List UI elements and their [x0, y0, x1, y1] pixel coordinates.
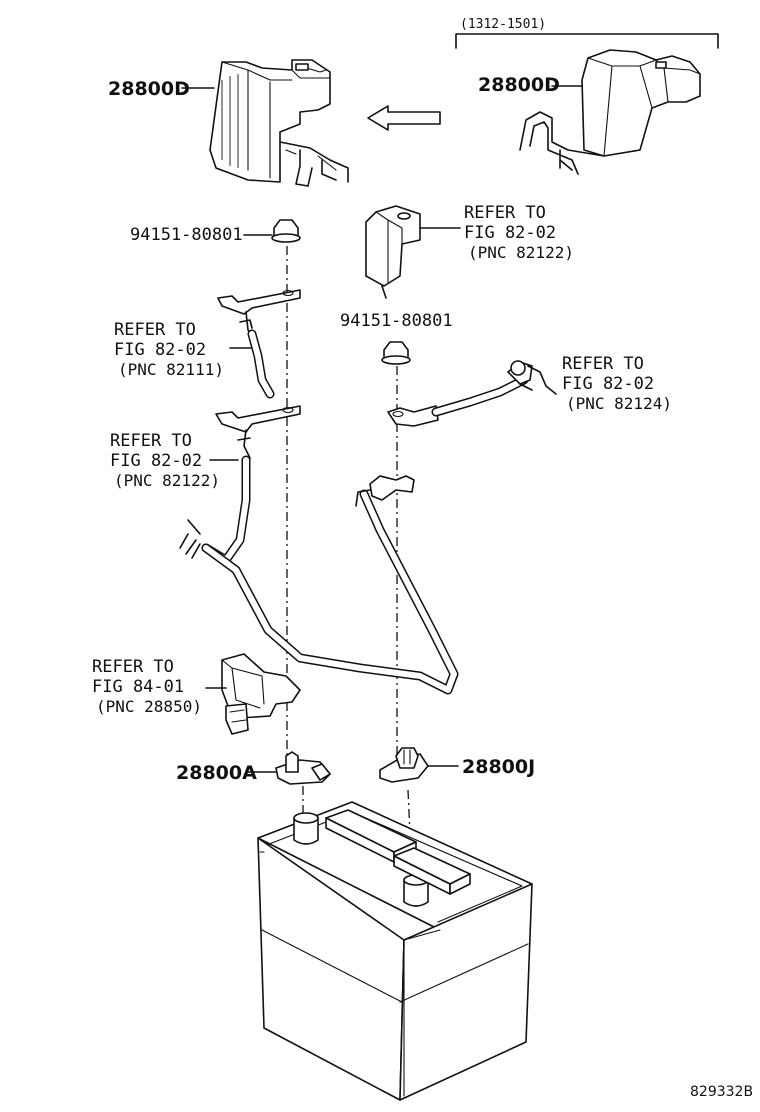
svg-text:FIG 82-02[interactable]: FIG 82-02: [464, 223, 556, 243]
svg-text:REFER TO[interactable]: REFER TO: [92, 657, 174, 677]
positive-terminal[interactable]: 28800J: [379, 747, 535, 783]
svg-text:REFER TO[interactable]: REFER TO: [114, 320, 196, 340]
date-range-label: (1312-1501): [460, 17, 546, 32]
nut-right[interactable]: 94151-80801: [340, 311, 453, 365]
battery: [257, 801, 533, 1101]
ground-cable-small[interactable]: [217, 289, 301, 399]
nut-left-part-number[interactable]: 94151-80801: [130, 225, 243, 245]
ref-label-82122-mid[interactable]: REFER TO FIG 82-02 (PNC 82122): [110, 431, 220, 490]
svg-text:(PNC 82111)[interactable]: (PNC 82111): [118, 360, 224, 379]
ref-label-82122-top[interactable]: REFER TO FIG 82-02 (PNC 82122): [464, 203, 574, 262]
positive-cable-bracket[interactable]: [355, 475, 415, 507]
positive-terminal-part-number[interactable]: 28800J: [462, 756, 535, 778]
svg-text:FIG 82-02[interactable]: FIG 82-02: [114, 340, 206, 360]
cover-left-part-number[interactable]: 28800D: [108, 78, 190, 100]
battery-cover-left[interactable]: 28800D: [108, 59, 349, 187]
positive-cable-top[interactable]: [387, 360, 557, 427]
svg-text:(PNC 82122)[interactable]: (PNC 82122): [468, 243, 574, 262]
negative-terminal[interactable]: 28800A: [176, 751, 331, 785]
svg-text:REFER TO[interactable]: REFER TO: [562, 354, 644, 374]
nut-right-part-number[interactable]: 94151-80801: [340, 311, 453, 331]
direction-arrow-icon: [367, 105, 441, 131]
cover-right-part-number[interactable]: 28800D: [478, 74, 560, 96]
svg-text:FIG 82-02[interactable]: FIG 82-02: [110, 451, 202, 471]
battery-cover-right[interactable]: 28800D: [478, 49, 701, 175]
svg-text:REFER TO[interactable]: REFER TO: [464, 203, 546, 223]
svg-text:FIG 84-01[interactable]: FIG 84-01: [92, 677, 184, 697]
svg-text:(PNC 82124)[interactable]: (PNC 82124): [566, 394, 672, 413]
negative-terminal-part-number[interactable]: 28800A: [176, 762, 257, 784]
nut-left[interactable]: 94151-80801: [130, 219, 301, 245]
battery-current-sensor[interactable]: [205, 653, 301, 735]
negative-cable-assembly[interactable]: [179, 405, 459, 695]
ref-label-28850[interactable]: REFER TO FIG 84-01 (PNC 28850): [92, 657, 202, 716]
svg-text:REFER TO[interactable]: REFER TO: [110, 431, 192, 451]
svg-text:FIG 82-02[interactable]: FIG 82-02: [562, 374, 654, 394]
figure-code: 829332B: [690, 1084, 753, 1100]
svg-text:(PNC 28850)[interactable]: (PNC 28850): [96, 697, 202, 716]
ref-label-82124[interactable]: REFER TO FIG 82-02 (PNC 82124): [562, 354, 672, 413]
terminal-cover-positive[interactable]: [365, 205, 461, 299]
svg-text:(PNC 82122)[interactable]: (PNC 82122): [114, 471, 220, 490]
date-range-bracket: (1312-1501): [455, 17, 719, 49]
ref-label-82111[interactable]: REFER TO FIG 82-02 (PNC 82111): [114, 320, 224, 379]
